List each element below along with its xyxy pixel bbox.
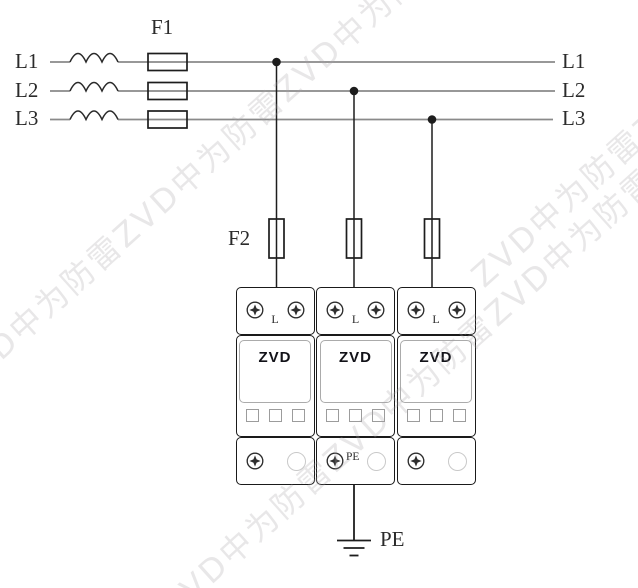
spd1-l-terminal-label: L bbox=[271, 312, 279, 326]
status-window bbox=[406, 409, 420, 422]
inductor-l1-icon bbox=[69, 52, 119, 64]
line-label-left-l3: L3 bbox=[15, 106, 39, 130]
line-label-right-l3: L3 bbox=[562, 106, 586, 130]
fuse-f1-l1-icon bbox=[147, 52, 188, 72]
line-label-right-l2: L2 bbox=[562, 78, 586, 102]
fuse-f1-symbols bbox=[147, 52, 188, 129]
terminal-hole-icon bbox=[447, 452, 467, 471]
spd-module-3: L ZVD bbox=[396, 287, 476, 485]
terminal-hole-icon bbox=[286, 452, 306, 471]
spd3-l-terminal-label: L bbox=[432, 312, 440, 326]
spd3-bottom-terminal bbox=[396, 437, 476, 485]
fuse-f2-through-wires bbox=[275, 219, 433, 258]
screw-icon bbox=[326, 452, 344, 470]
screw-icon bbox=[367, 301, 385, 319]
spd3-top-terminal: L bbox=[396, 287, 476, 335]
spd1-brand-label: ZVD bbox=[258, 348, 292, 366]
spd2-top-terminal: L bbox=[316, 287, 395, 335]
screw-icon bbox=[448, 301, 465, 319]
status-window bbox=[349, 409, 362, 422]
status-window bbox=[245, 409, 259, 422]
spd3-cartridge-panel: ZVD bbox=[400, 339, 472, 403]
inductor-l3-icon bbox=[69, 110, 119, 122]
spd1-bottom-terminal bbox=[235, 437, 315, 485]
status-window bbox=[452, 409, 466, 422]
status-window bbox=[372, 409, 385, 422]
ground-pe-label: PE bbox=[380, 527, 405, 551]
spd1-top-terminal: L bbox=[235, 287, 315, 335]
screw-icon bbox=[287, 301, 304, 319]
spd2-pe-terminal-label: PE bbox=[346, 451, 360, 463]
spd-module-2: L ZVD PE bbox=[316, 287, 395, 485]
spd1-body: ZVD bbox=[235, 335, 315, 437]
fuse-f1-l2-icon bbox=[147, 81, 188, 101]
spd1-status-windows bbox=[237, 409, 314, 422]
inductor-l2-icon bbox=[69, 81, 119, 93]
spd2-brand-label: ZVD bbox=[339, 348, 372, 366]
spd2-bottom-terminal: PE bbox=[316, 437, 395, 485]
spd2-status-windows bbox=[317, 409, 394, 422]
screw-icon bbox=[407, 301, 424, 319]
line-label-right-l1: L1 bbox=[562, 49, 586, 73]
screw-icon bbox=[407, 452, 424, 470]
spd-module-1: L ZVD bbox=[235, 287, 315, 485]
fuse-f2-label: F2 bbox=[228, 226, 251, 250]
spd3-brand-label: ZVD bbox=[419, 348, 453, 366]
terminal-hole-icon bbox=[367, 452, 386, 471]
status-window bbox=[429, 409, 443, 422]
line-label-left-l1: L1 bbox=[15, 49, 39, 73]
line-label-left-l2: L2 bbox=[15, 78, 39, 102]
spd1-cartridge-panel: ZVD bbox=[239, 339, 311, 403]
screw-icon bbox=[326, 301, 344, 319]
status-window bbox=[268, 409, 282, 422]
spd3-status-windows bbox=[398, 409, 475, 422]
spd2-l-terminal-label: L bbox=[351, 312, 360, 326]
fuse-f1-l3-icon bbox=[147, 110, 188, 129]
screw-icon bbox=[246, 452, 263, 470]
status-window bbox=[291, 409, 305, 422]
spd3-body: ZVD bbox=[396, 335, 476, 437]
status-window bbox=[326, 409, 339, 422]
screw-icon bbox=[246, 301, 263, 319]
spd2-cartridge-panel: ZVD bbox=[319, 339, 392, 403]
fuse-f1-label: F1 bbox=[151, 15, 174, 39]
spd2-body: ZVD bbox=[316, 335, 395, 437]
ground-symbol bbox=[337, 485, 371, 557]
